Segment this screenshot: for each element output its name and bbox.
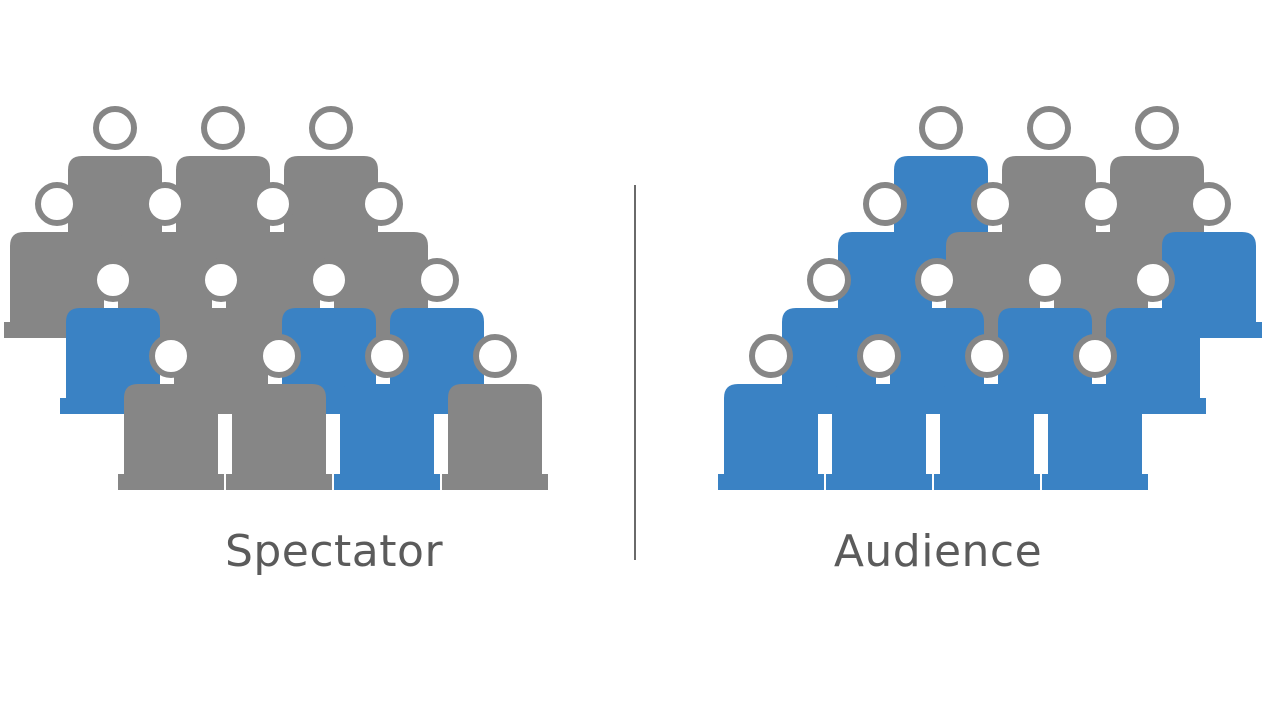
person-head (201, 106, 245, 150)
seat-base (442, 474, 548, 490)
spectator-label: Spectator (224, 526, 444, 577)
person-body (940, 384, 1034, 490)
seat-base (118, 474, 224, 490)
audience-label: Audience (833, 526, 1043, 577)
person-body (124, 384, 218, 490)
spectator-person (118, 334, 224, 490)
person-head (857, 334, 901, 378)
person-body (232, 384, 326, 490)
person-head (1073, 334, 1117, 378)
person-head (807, 258, 851, 302)
person-head (1131, 258, 1175, 302)
person-head (143, 182, 187, 226)
person-head (1187, 182, 1231, 226)
person-head (915, 258, 959, 302)
person-head (473, 334, 517, 378)
person-head (749, 334, 793, 378)
person-head (1027, 106, 1071, 150)
audience-person (934, 334, 1040, 490)
audience-person (1042, 334, 1148, 490)
center-divider (634, 185, 636, 560)
person-head (149, 334, 193, 378)
spectator-person (226, 334, 332, 490)
seat-base (826, 474, 932, 490)
person-head (965, 334, 1009, 378)
person-head (199, 258, 243, 302)
person-head (257, 334, 301, 378)
audience-person (826, 334, 932, 490)
person-head (1079, 182, 1123, 226)
seat-base (334, 474, 440, 490)
person-head (1023, 258, 1067, 302)
person-head (863, 182, 907, 226)
person-head (971, 182, 1015, 226)
seat-base (718, 474, 824, 490)
person-head (359, 182, 403, 226)
person-body (1048, 384, 1142, 490)
seat-base (1042, 474, 1148, 490)
person-head (919, 106, 963, 150)
person-head (307, 258, 351, 302)
person-head (415, 258, 459, 302)
spectator-person (334, 334, 440, 490)
person-head (1135, 106, 1179, 150)
person-head (93, 106, 137, 150)
spectator-crowd (4, 106, 548, 490)
seat-base (934, 474, 1040, 490)
person-head (309, 106, 353, 150)
person-body (448, 384, 542, 490)
person-body (724, 384, 818, 490)
spectator-person (442, 334, 548, 490)
person-head (251, 182, 295, 226)
person-body (340, 384, 434, 490)
audience-crowd (718, 106, 1262, 490)
seat-base (226, 474, 332, 490)
person-body (832, 384, 926, 490)
person-head (365, 334, 409, 378)
person-head (91, 258, 135, 302)
audience-person (718, 334, 824, 490)
person-head (35, 182, 79, 226)
